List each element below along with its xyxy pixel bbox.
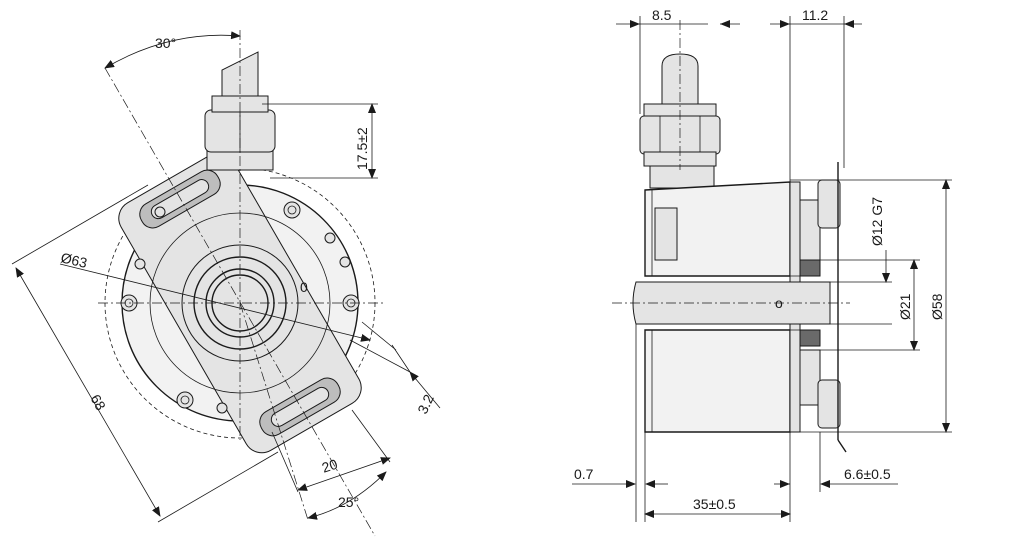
angle-25-label: 25°: [338, 494, 359, 510]
angle-25-arc: [307, 471, 387, 520]
dimension-68-line: [15, 267, 161, 517]
dimension-8-5-label: 8.5: [652, 7, 672, 23]
side-view: o 8.5 11.2 Ø12 G7 Ø21 Ø58: [572, 7, 952, 522]
angle-30-label: 30°: [155, 35, 176, 51]
dimension-20-label: 20: [320, 456, 340, 476]
dimension-0-7-label: 0.7: [574, 466, 594, 482]
dimension-20-line: [297, 457, 391, 491]
body-diameter-label: Ø58: [929, 293, 945, 320]
dimension-3-2-leader: [409, 371, 441, 409]
dimension-35-label: 35±0.5: [693, 496, 736, 512]
hub-diameter-label: Ø21: [897, 293, 913, 320]
angle-30-arc: [104, 31, 241, 69]
dimension-11-2-label: 11.2: [802, 7, 828, 23]
bottom-angle-centerline: [239, 302, 309, 521]
bore-diameter-label: Ø12 G7: [869, 197, 885, 246]
diameter-63-label: Ø63: [59, 249, 89, 271]
side-lower-body: [644, 329, 791, 433]
zero-marker: 0: [300, 279, 308, 295]
front-view: 0 30° Ø63 68 17.5±2 3.2 20: [11, 30, 441, 537]
dimension-17-5-label: 17.5±2: [354, 127, 370, 170]
dimension-6-6-label: 6.6±0.5: [844, 466, 891, 482]
dimension-68-label: 68: [87, 392, 109, 414]
side-hollow-shaft: [632, 281, 831, 325]
dimension-3-2-label: 3.2: [414, 392, 437, 417]
